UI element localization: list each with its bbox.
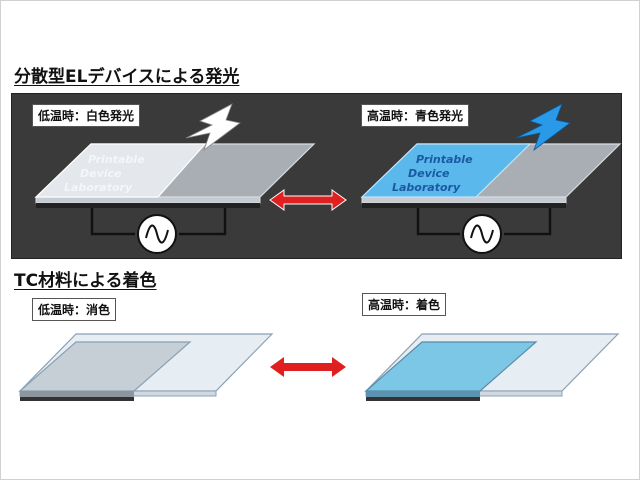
tc-layer-edge-left <box>20 391 134 397</box>
sine-wave-icon-right <box>470 224 494 244</box>
electrode-bottom <box>36 203 260 208</box>
circuit-wire-left-a <box>90 206 135 236</box>
tc-layer-edge-right <box>366 391 480 397</box>
el-device-right <box>360 143 622 254</box>
el-device-left <box>34 143 316 254</box>
white-lightning-icon <box>185 103 241 152</box>
tc-electrode-left <box>20 397 134 401</box>
section2-title: TC材料による着色 <box>14 271 157 291</box>
blue-lightning-icon <box>515 103 571 152</box>
tc-panel-right <box>364 333 620 401</box>
double-arrow-1 <box>269 189 347 211</box>
high-temp-blue-label: 高温時：青色発光 <box>361 104 470 127</box>
sine-wave-icon <box>145 224 169 244</box>
device-text-left-2: Device <box>80 167 122 180</box>
circuit-wire-left-b <box>179 206 227 236</box>
device-text-right-2: Device <box>408 167 450 180</box>
device-text-right: Printable Device Laboratory <box>392 153 473 194</box>
device-text-right-1: Printable <box>416 153 473 166</box>
section1-title: 分散型ELデバイスによる発光 <box>14 67 240 87</box>
tc-panel-left <box>18 333 274 401</box>
blue-emission-area <box>360 143 532 198</box>
device-text-left: Printable Device Laboratory <box>64 153 145 194</box>
substrate-edge <box>35 196 261 204</box>
substrate-edge-right <box>361 196 567 204</box>
low-temp-decolor-label: 低温時：消色 <box>32 298 117 321</box>
high-temp-color-label: 高温時：着色 <box>362 293 447 316</box>
tc-electrode-right <box>366 397 480 401</box>
white-emission-area <box>34 143 207 198</box>
circuit-wire-right-a <box>416 206 460 236</box>
circuit-wire-right-b <box>504 206 552 236</box>
device-text-left-1: Printable <box>88 153 145 166</box>
double-arrow-2 <box>270 357 346 377</box>
low-temp-white-label: 低温時：白色発光 <box>32 104 141 127</box>
device-text-left-3: Laboratory <box>64 181 133 194</box>
device-text-right-3: Laboratory <box>392 181 461 194</box>
electrode-bottom-right <box>362 203 566 208</box>
